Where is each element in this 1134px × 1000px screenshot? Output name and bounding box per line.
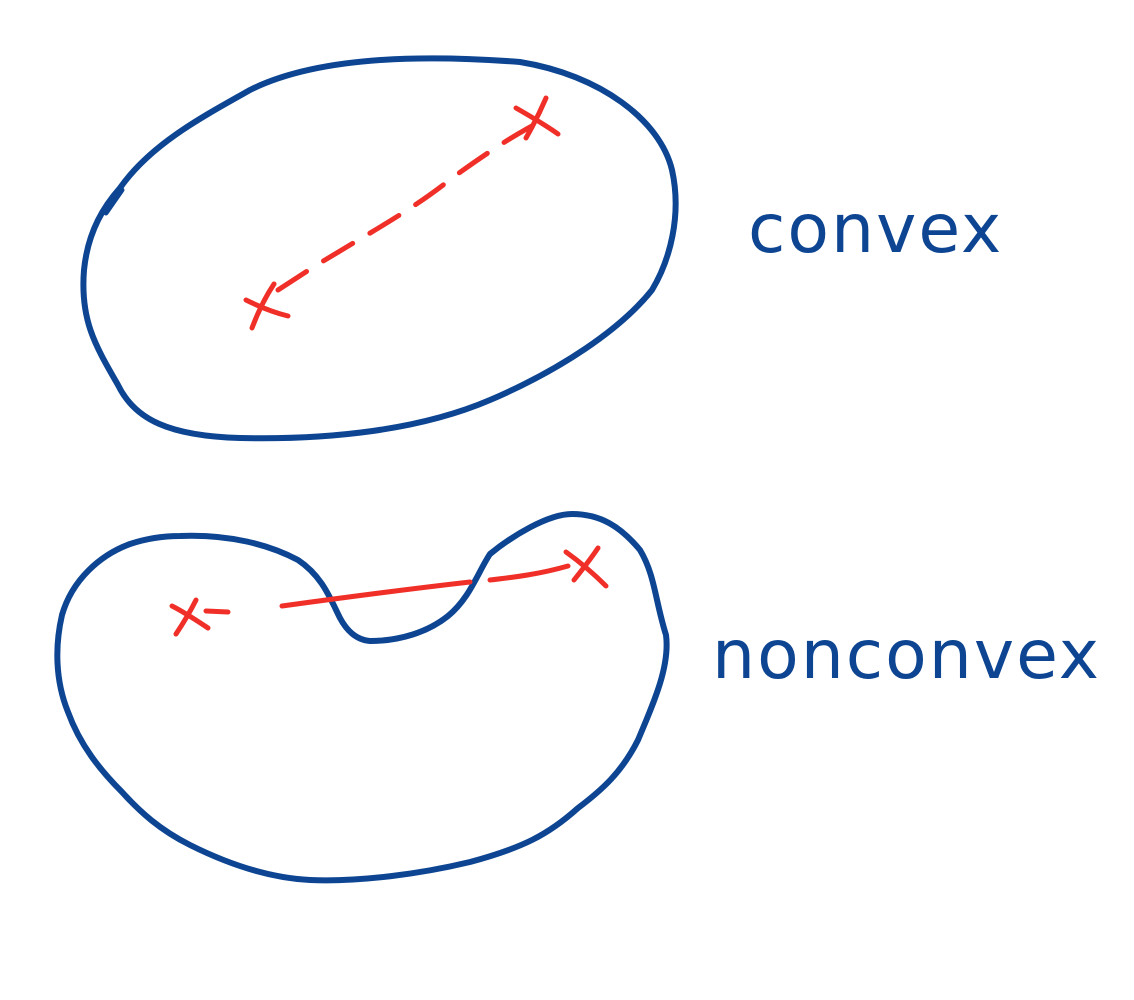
convex-point-a-marker <box>243 281 291 331</box>
nonconvex-point-b-marker <box>563 545 609 589</box>
nonconvex-segment <box>279 579 473 609</box>
convex-segment-dashed <box>275 123 535 293</box>
outline-overlap-stroke <box>103 187 125 216</box>
nonconvex-example <box>54 511 670 884</box>
nonconvex-point-a-marker <box>169 597 211 637</box>
nonconvex-segment-continued <box>487 563 571 583</box>
convex-set-outline <box>80 55 679 442</box>
convex-label: convex <box>748 190 1004 269</box>
nonconvex-label: nonconvex <box>712 616 1102 695</box>
nonconvex-segment-dash <box>203 608 231 615</box>
convex-point-b-marker <box>513 95 561 141</box>
convex-example <box>80 55 679 442</box>
nonconvex-set-outline <box>54 511 670 884</box>
